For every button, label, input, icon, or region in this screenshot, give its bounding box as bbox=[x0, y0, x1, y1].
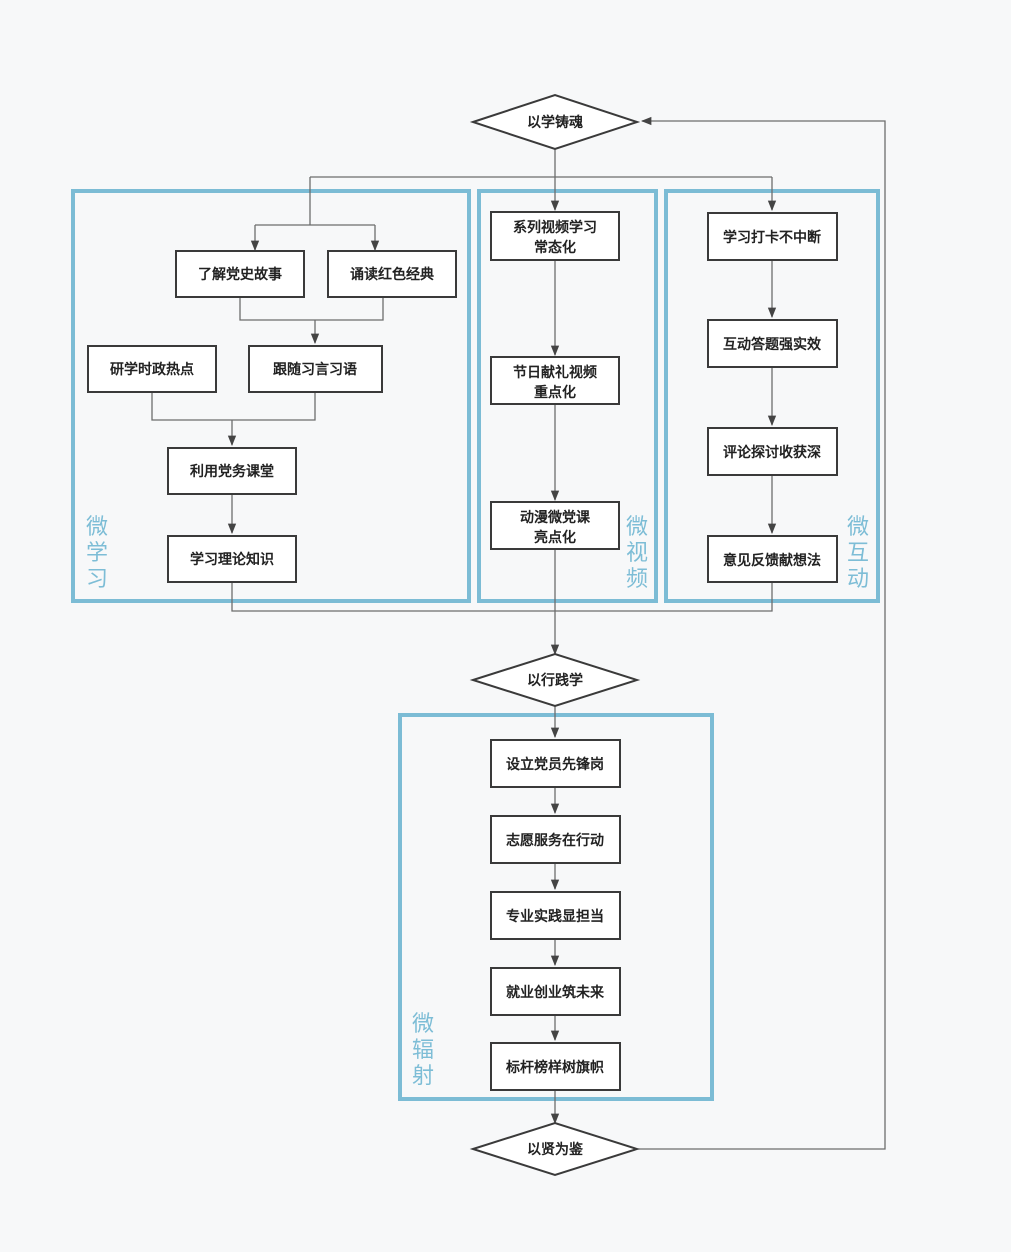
svg-text:了解党史故事: 了解党史故事 bbox=[198, 266, 282, 283]
node-model: 标杆榜样树旗帜 bbox=[490, 1042, 621, 1091]
svg-text:利用党务课堂: 利用党务课堂 bbox=[190, 463, 274, 480]
node-video-series: 系列视频学习 常态化 bbox=[490, 211, 620, 261]
node-volunteer: 志愿服务在行动 bbox=[490, 815, 621, 864]
section-label-video: 微视频 bbox=[625, 515, 648, 592]
svg-text:互动答题强实效: 互动答题强实效 bbox=[723, 336, 822, 353]
svg-text:专业实践显担当: 专业实践显担当 bbox=[506, 908, 604, 925]
frame-video bbox=[477, 189, 658, 603]
node-party-story: 了解党史故事 bbox=[175, 250, 305, 298]
node-red-classics: 诵读红色经典 bbox=[327, 250, 457, 298]
node-follow-sayings: 跟随习言习语 bbox=[248, 345, 383, 393]
svg-text:就业创业筑未来: 就业创业筑未来 bbox=[506, 984, 605, 1001]
frame-radiate bbox=[398, 713, 714, 1101]
node-feedback: 意见反馈献想法 bbox=[707, 535, 838, 583]
node-holiday-video: 节日献礼视频 重点化 bbox=[490, 356, 620, 405]
svg-text:设立党员先锋岗: 设立党员先锋岗 bbox=[506, 756, 604, 773]
node-party-classroom: 利用党务课堂 bbox=[167, 447, 297, 495]
svg-text:常态化: 常态化 bbox=[534, 239, 576, 256]
svg-text:志愿服务在行动: 志愿服务在行动 bbox=[506, 832, 604, 849]
section-label-interact: 微互动 bbox=[846, 515, 869, 592]
diamond-middle: 以行践学 bbox=[469, 652, 641, 708]
node-comment: 评论探讨收获深 bbox=[707, 427, 838, 476]
node-current-affairs: 研学时政热点 bbox=[87, 345, 217, 393]
node-employment: 就业创业筑未来 bbox=[490, 967, 621, 1016]
svg-text:重点化: 重点化 bbox=[534, 384, 576, 401]
node-checkin: 学习打卡不中断 bbox=[707, 212, 838, 261]
diamond-top: 以学铸魂 bbox=[469, 93, 641, 151]
svg-text:学习打卡不中断: 学习打卡不中断 bbox=[723, 229, 821, 246]
diamond-bottom-text: 以贤为鉴 bbox=[527, 1141, 584, 1158]
diamond-top-text: 以学铸魂 bbox=[527, 114, 583, 131]
node-quiz: 互动答题强实效 bbox=[707, 319, 838, 368]
svg-text:节日献礼视频: 节日献礼视频 bbox=[513, 364, 597, 381]
node-animation: 动漫微党课 亮点化 bbox=[490, 501, 620, 550]
frame-study bbox=[71, 189, 471, 603]
svg-text:标杆榜样树旗帜: 标杆榜样树旗帜 bbox=[505, 1059, 604, 1076]
node-practice: 专业实践显担当 bbox=[490, 891, 621, 940]
section-label-radiate: 微辐射 bbox=[411, 1012, 434, 1089]
svg-text:研学时政热点: 研学时政热点 bbox=[110, 361, 194, 378]
svg-text:学习理论知识: 学习理论知识 bbox=[190, 551, 274, 568]
diamond-middle-text: 以行践学 bbox=[527, 672, 583, 689]
svg-text:跟随习言习语: 跟随习言习语 bbox=[273, 361, 357, 378]
svg-text:系列视频学习: 系列视频学习 bbox=[513, 219, 597, 236]
svg-text:动漫微党课: 动漫微党课 bbox=[520, 509, 591, 526]
connectors bbox=[151, 116, 886, 1150]
svg-text:亮点化: 亮点化 bbox=[534, 529, 576, 546]
node-pioneer-post: 设立党员先锋岗 bbox=[490, 739, 621, 788]
node-theory: 学习理论知识 bbox=[167, 535, 297, 583]
svg-text:评论探讨收获深: 评论探讨收获深 bbox=[723, 444, 821, 461]
svg-text:诵读红色经典: 诵读红色经典 bbox=[350, 266, 434, 283]
svg-text:意见反馈献想法: 意见反馈献想法 bbox=[723, 552, 821, 569]
section-label-study: 微学习 bbox=[85, 515, 108, 592]
diamond-bottom: 以贤为鉴 bbox=[469, 1121, 641, 1177]
